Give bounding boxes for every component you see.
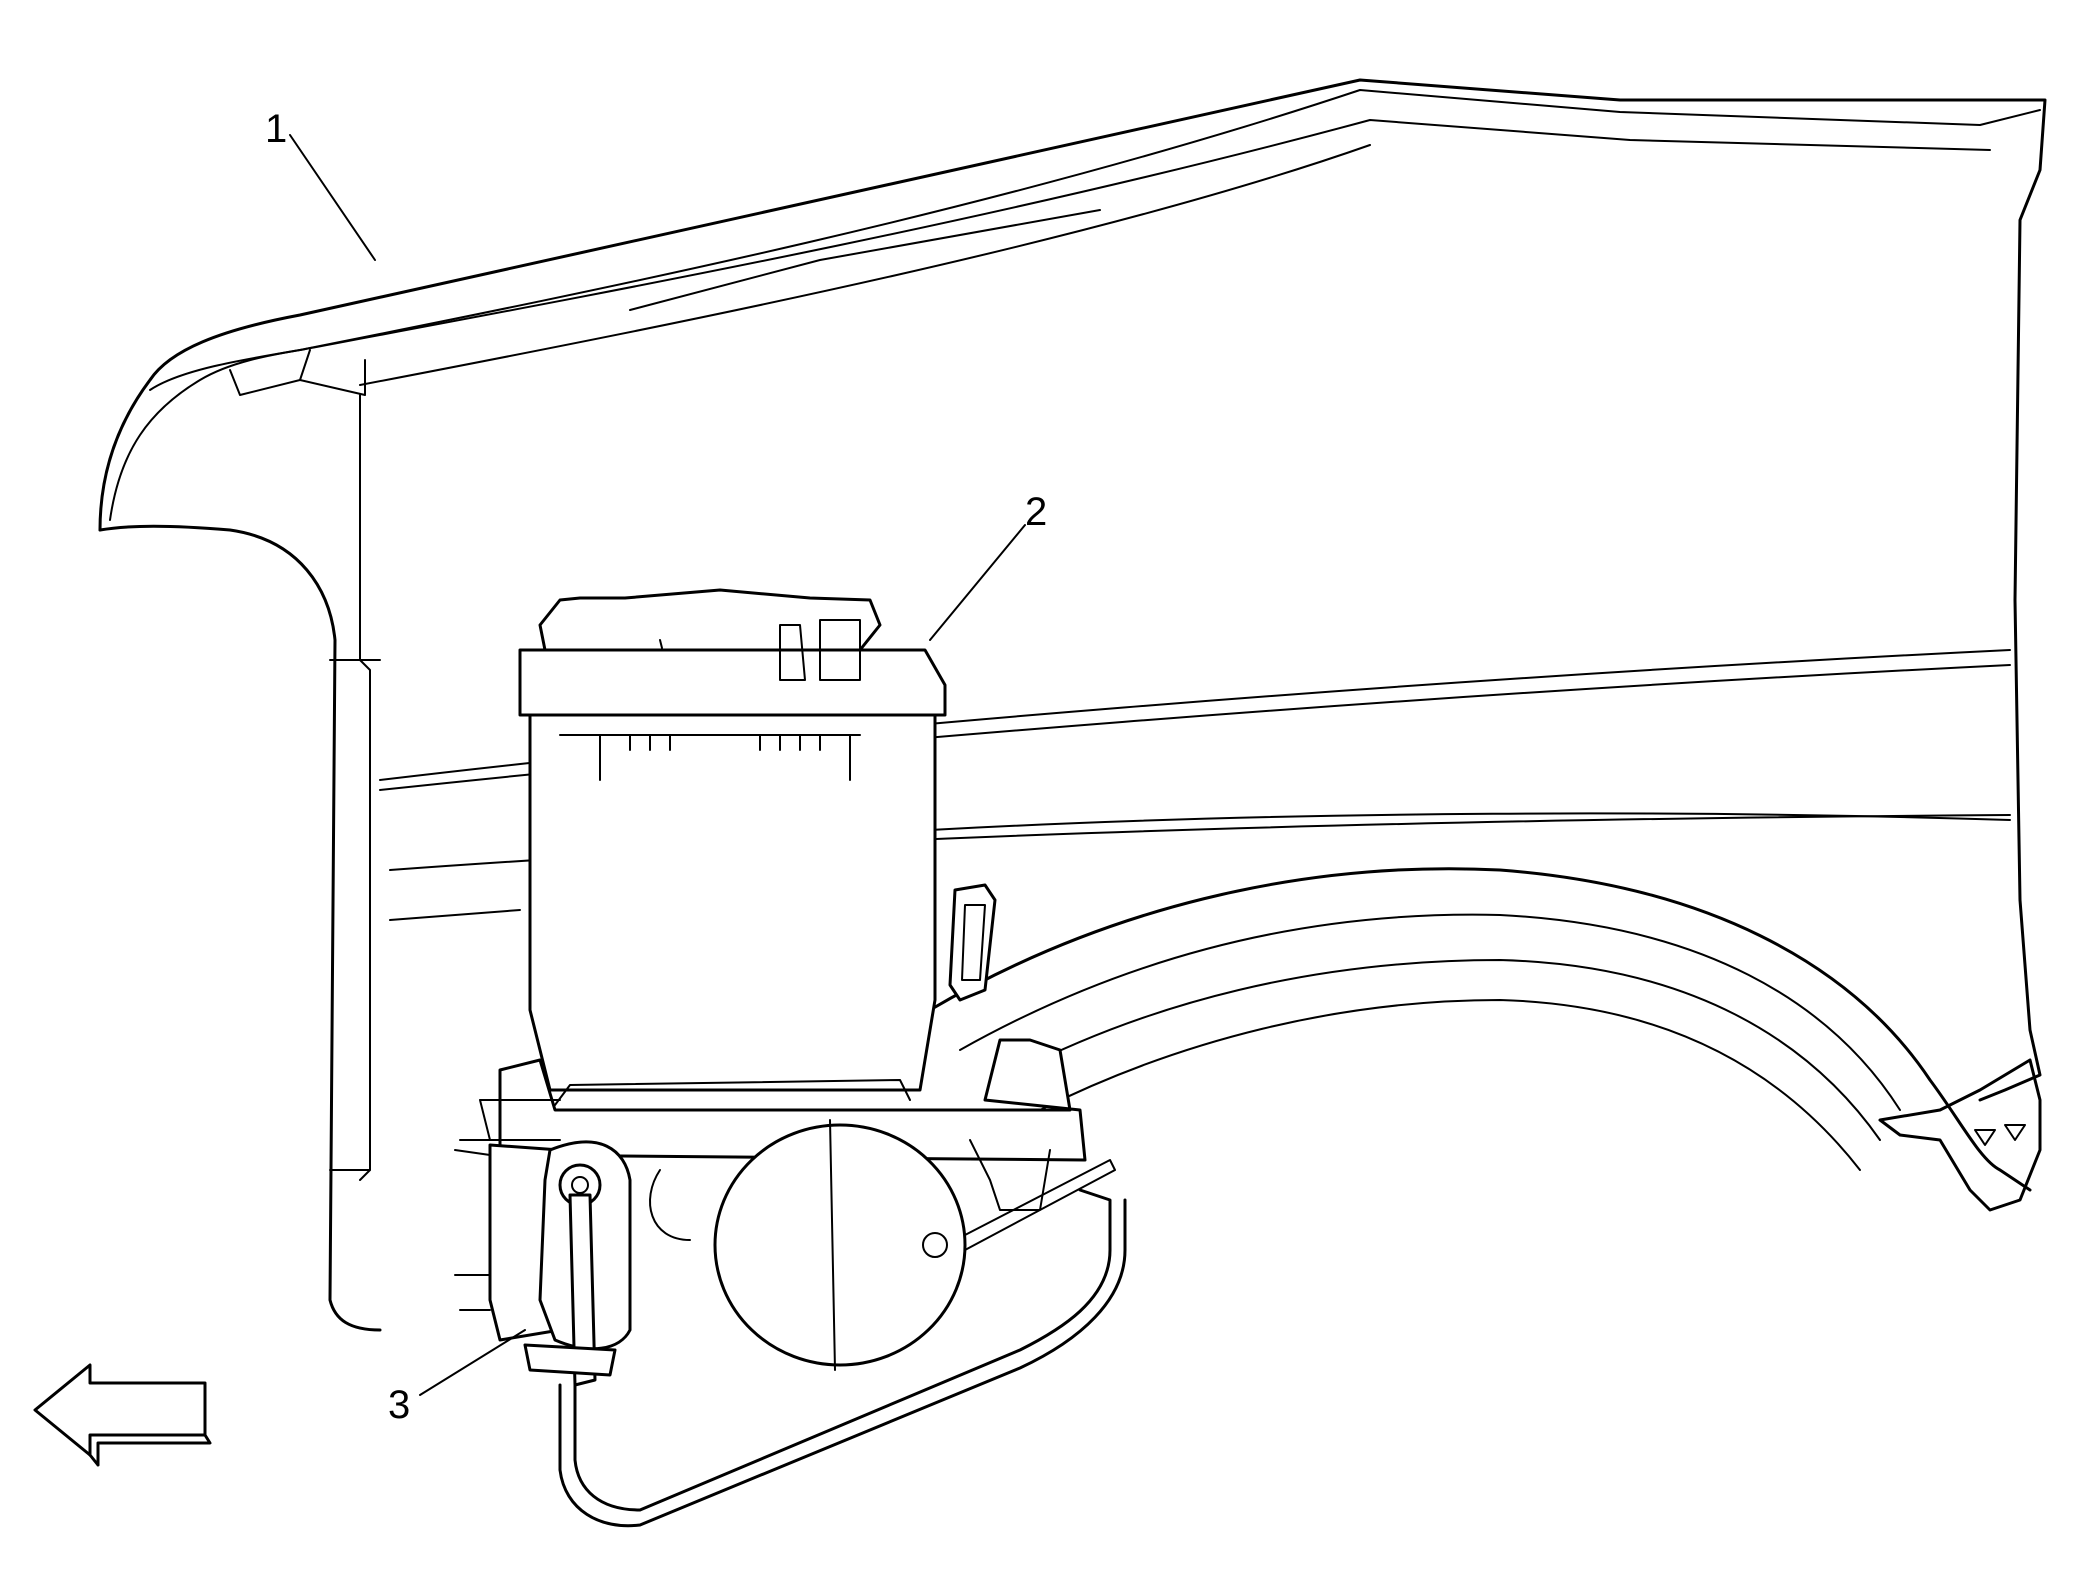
callout-label-1: 1 <box>265 107 287 151</box>
fender <box>98 78 2047 1332</box>
battery <box>518 588 997 1092</box>
callout-label-3: 3 <box>388 1383 410 1427</box>
battery-tray <box>454 1038 1127 1528</box>
left-arrow-icon <box>33 1363 212 1467</box>
callout-3: 3 <box>388 1329 526 1427</box>
callout-1: 1 <box>265 107 376 261</box>
callout-label-2: 2 <box>1025 490 1047 534</box>
callout-2: 2 <box>929 490 1047 641</box>
